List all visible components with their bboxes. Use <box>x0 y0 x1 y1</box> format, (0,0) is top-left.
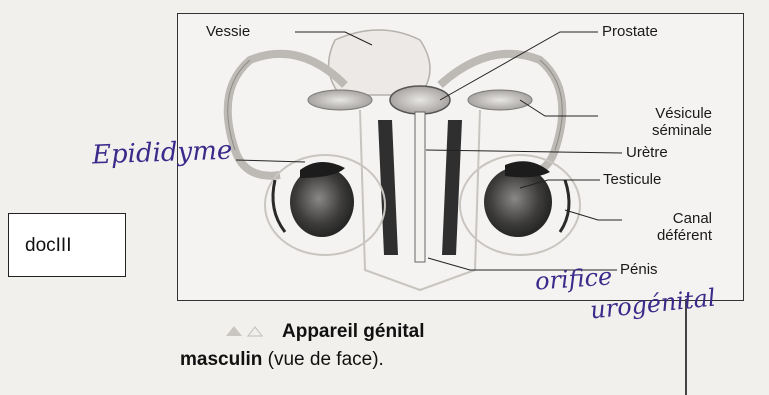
label-vesicule-line1: Vésicule <box>600 106 712 122</box>
caption-rest: (vue de face). <box>262 349 383 370</box>
label-uretre: Urètre <box>626 145 668 161</box>
label-prostate: Prostate <box>602 24 658 40</box>
label-penis: Pénis <box>620 262 658 278</box>
left-seminal-vesicle <box>308 90 372 110</box>
left-testicle <box>290 167 354 237</box>
label-vesicule-line2: séminale <box>600 123 712 139</box>
doc-label-box: docIII <box>8 213 126 277</box>
handwritten-epididyme: Epididyme <box>92 136 233 171</box>
label-testicule: Testicule <box>603 172 661 188</box>
caption-bold: masculin <box>180 349 262 370</box>
right-seminal-vesicle <box>468 90 532 110</box>
label-canal-line1: Canal <box>600 211 712 227</box>
doc-label-text: docIII <box>25 235 71 257</box>
label-vessie: Vessie <box>206 24 250 40</box>
urethra <box>415 112 425 262</box>
figure-caption: Appareil génital masculin (vue de face). <box>180 320 425 372</box>
right-testicle <box>484 167 552 237</box>
caption-line1: Appareil génital <box>282 321 425 342</box>
handwritten-orifice: orifice <box>534 262 613 295</box>
left-vas-deferens <box>228 54 345 176</box>
triangle-marker-icon <box>224 324 264 338</box>
label-canal-line2: déférent <box>600 228 712 244</box>
